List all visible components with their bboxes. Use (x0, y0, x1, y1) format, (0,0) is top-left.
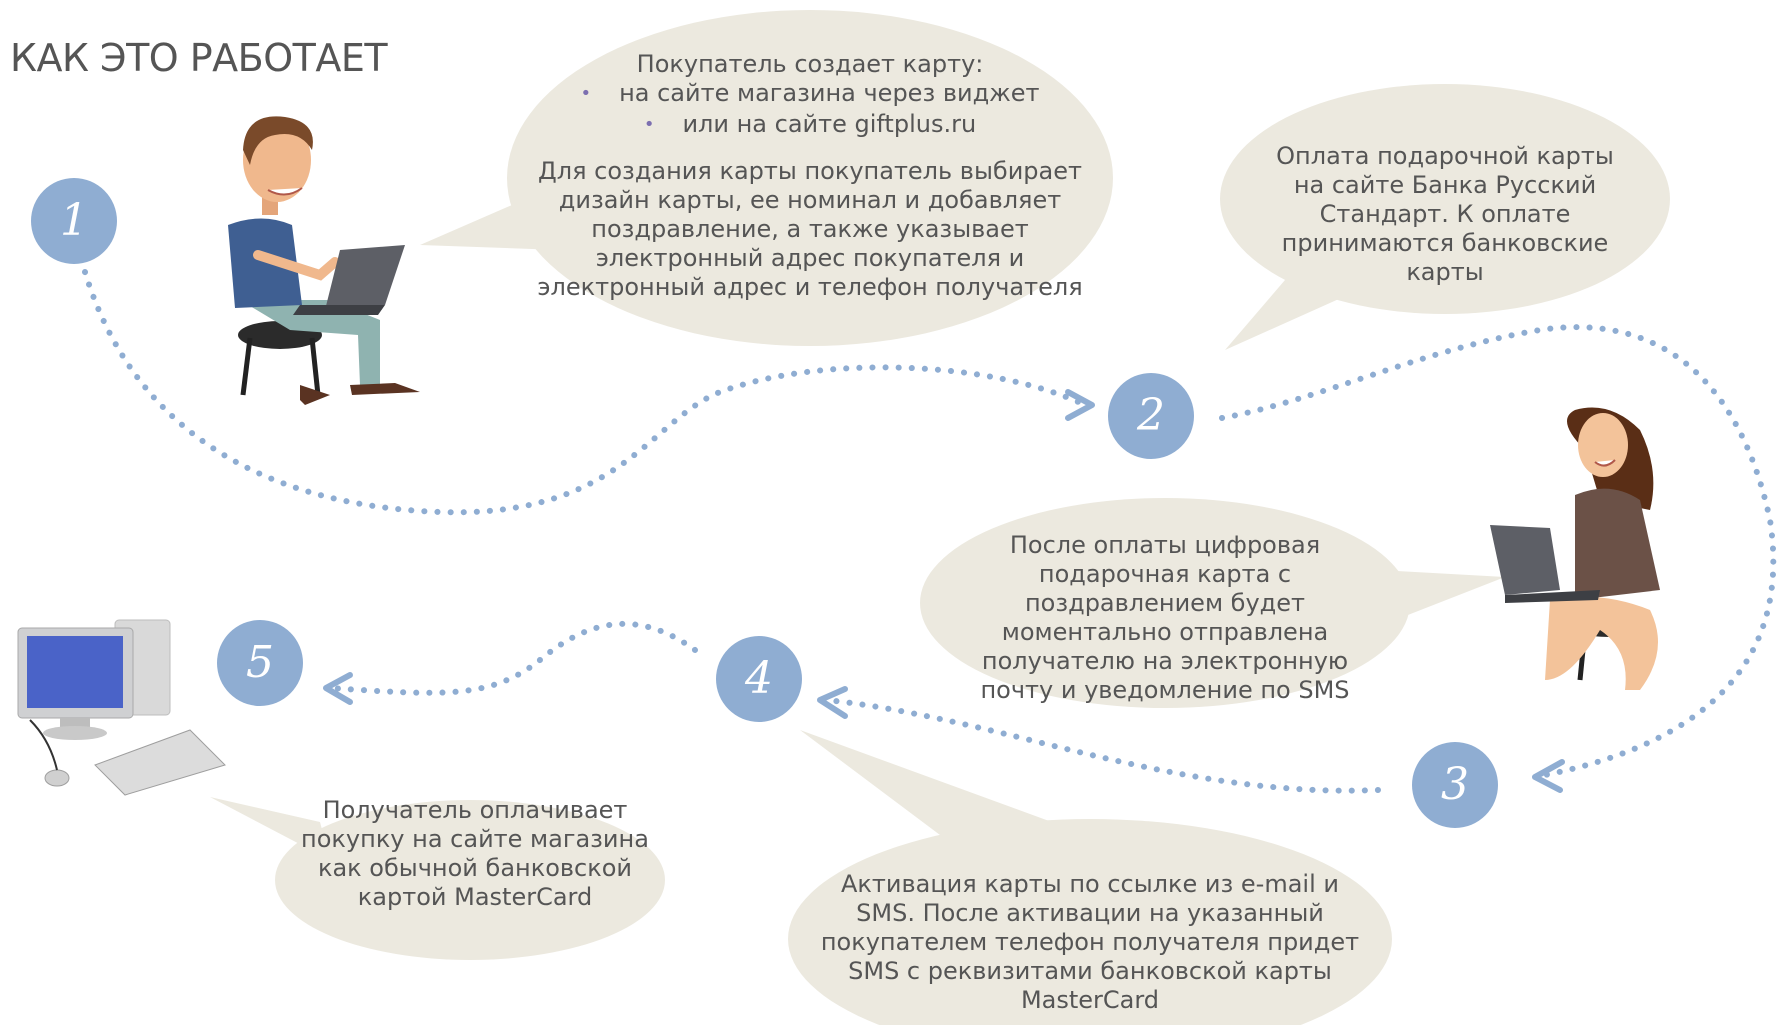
bubble-step1-text: Покупатель создает карту: на сайте магаз… (520, 50, 1100, 302)
bubble-step1-bullet-1: на сайте магазина через виджет (520, 79, 1100, 110)
arrow-to-4 (817, 686, 848, 719)
bubble-step3-text: После оплаты цифровая подарочная карта с… (980, 531, 1350, 704)
bubble-step1-bullet-2: или на сайте giftplus.ru (520, 110, 1100, 141)
bubble-step1-heading: Покупатель создает карту: (636, 50, 984, 78)
step-5-circle: 5 (217, 620, 303, 706)
path-3-to-4 (822, 697, 1381, 794)
bubble-step2-shape (1220, 84, 1670, 350)
bubble-step1-body: Для создания карты покупатель выбирает д… (537, 157, 1083, 301)
step-2-circle: 2 (1108, 373, 1194, 459)
step-1-circle: 1 (31, 178, 117, 264)
path-1-to-2 (82, 269, 1088, 516)
bubble-step4-shape (788, 730, 1392, 1025)
woman-with-laptop-illustration (1490, 407, 1660, 690)
bubble-step2-text: Оплата подарочной карты на сайте Банка Р… (1276, 142, 1614, 286)
man-with-laptop-illustration (228, 116, 420, 405)
path-4-to-5 (327, 620, 698, 696)
bubble-step1-bullets: на сайте магазина через виджет или на са… (520, 79, 1100, 141)
arrow-to-5 (323, 672, 353, 705)
bubble-step5-text: Получатель оплачивает покупку на сайте м… (301, 796, 649, 911)
arrow-to-3 (1532, 759, 1565, 793)
bubble-step4-text: Активация карты по ссылке из e-mail и SM… (820, 870, 1360, 1014)
step-4-circle: 4 (716, 636, 802, 722)
page-title: КАК ЭТО РАБОТАЕТ (10, 36, 388, 80)
bubble-step5-shape (210, 797, 665, 960)
desktop-computer-illustration (17, 619, 226, 796)
step-3-circle: 3 (1412, 742, 1498, 828)
bubble-step3-shape (920, 498, 1505, 708)
arrow-to-2 (1065, 389, 1095, 421)
